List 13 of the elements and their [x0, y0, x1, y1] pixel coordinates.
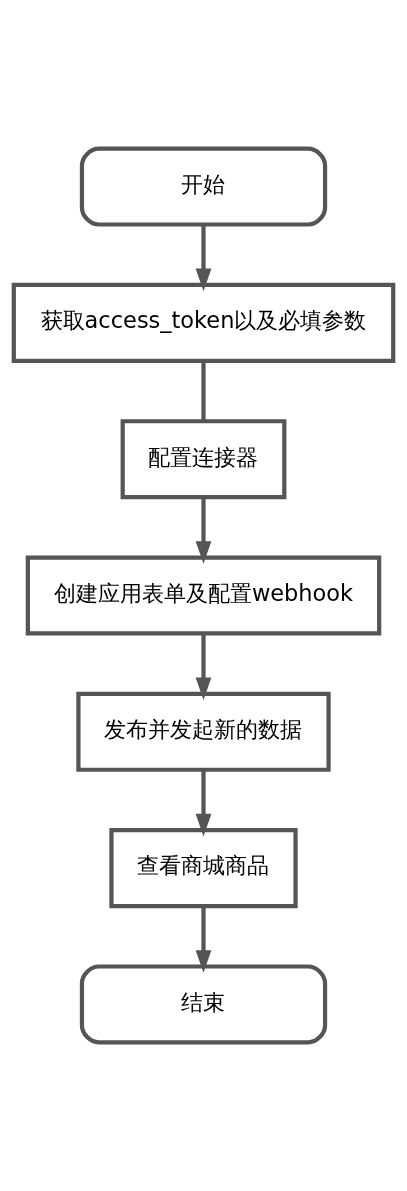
arrow [195, 906, 212, 973]
node-box: 获取access_token以及必填参数 [11, 282, 396, 363]
arrow [195, 770, 212, 837]
connector [201, 361, 206, 422]
node-box: 结束 [79, 964, 328, 1045]
node-box: 查看商城商品 [109, 828, 298, 909]
arrow [195, 497, 212, 564]
arrow [195, 633, 212, 701]
node-box: 发布并发起新的数据 [76, 691, 331, 772]
arrow [195, 224, 212, 292]
node-box: 开始 [79, 146, 328, 227]
node-box: 配置连接器 [120, 419, 287, 500]
node-box: 创建应用表单及配置webhook [25, 555, 382, 636]
